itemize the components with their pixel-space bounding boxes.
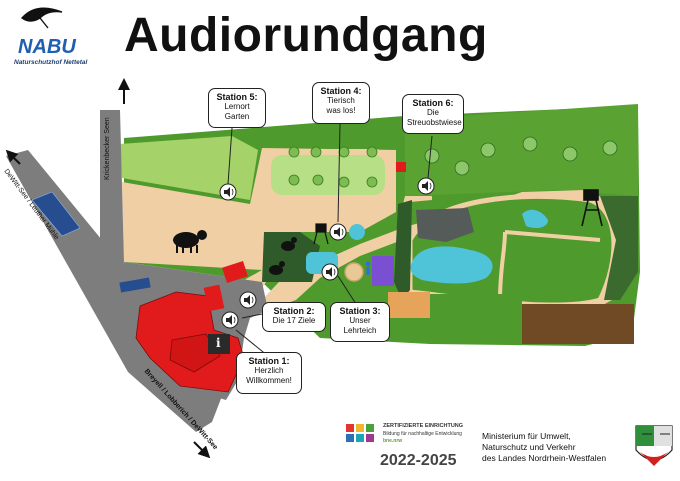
station-1-text-1: Herzlich	[254, 366, 284, 375]
station-1-label: Station 1:	[248, 356, 290, 366]
certificate-title: ZERTIFIZIERTE EINRICHTUNG	[383, 423, 464, 429]
forest-right	[600, 196, 638, 300]
speaker-icon-station-5[interactable]	[219, 183, 237, 201]
station-5-bubble[interactable]: Station 5: Lernort Garten	[208, 88, 266, 128]
light-field	[120, 136, 258, 200]
pond-cross-path	[498, 230, 601, 301]
station-6-label: Station 6:	[412, 98, 454, 108]
info-building	[208, 334, 230, 354]
station-3-bubble[interactable]: Station 3: Unser Lehrteich	[330, 302, 390, 342]
certificate-icon	[346, 424, 374, 442]
certificate-brand: bne.nrw	[383, 438, 403, 444]
nabu-logo: NABU	[18, 36, 76, 58]
orchard-trees	[424, 136, 618, 176]
certificate-subtitle: Bildung für nachhaltige Entwicklung	[383, 431, 462, 437]
speaker-icon-station-1[interactable]	[221, 311, 239, 329]
watch-tower-icon	[581, 189, 603, 227]
shed-2	[222, 260, 248, 284]
garden-trees	[288, 146, 378, 188]
nabu-stork-icon	[20, 7, 63, 29]
station-2-bubble[interactable]: Station 2: Die 17 Ziele	[262, 302, 326, 332]
speaker-icon-station-2[interactable]	[239, 291, 257, 309]
station-3-label: Station 3:	[339, 306, 381, 316]
person-icon	[365, 261, 371, 275]
garden-plot	[265, 149, 391, 201]
station-2-text-1: Die 17 Ziele	[272, 316, 316, 325]
sheep-icon	[173, 230, 207, 253]
certificate-years: 2022-2025	[380, 452, 457, 469]
building-dark-roof	[169, 333, 221, 373]
station-4-label: Station 4:	[320, 86, 362, 96]
solar-panels	[31, 191, 81, 237]
arrow-west	[5, 149, 21, 165]
arrow-south	[193, 441, 211, 459]
spiral-area	[344, 262, 364, 282]
bubble-pointers	[227, 123, 433, 357]
station-4-text-1: Tierisch	[327, 96, 355, 105]
station-6-bubble[interactable]: Station 6: Die Streuobstwiese	[402, 94, 464, 134]
solar-panels-small	[119, 277, 151, 293]
chicken-icon	[269, 237, 297, 275]
purple-plot	[372, 256, 394, 286]
station-1-text-2: Willkommen!	[246, 376, 292, 385]
station-6-text-1: Die	[426, 108, 439, 117]
page-title: Audiorundgang	[124, 9, 488, 62]
station-6-text-2: Streuobstwiese	[407, 118, 462, 127]
observation-hut-icon	[313, 223, 329, 245]
ministry-line-1: Ministerium für Umwelt,	[482, 431, 571, 441]
station-4-bubble[interactable]: Station 4: Tierisch was los!	[312, 82, 370, 124]
ministry-line-3: des Landes Nordrhein-Westfalen	[482, 453, 607, 463]
shed-1	[203, 284, 225, 312]
rock-area	[416, 208, 474, 242]
forest-strip	[394, 200, 412, 300]
speaker-icon-station-3[interactable]	[321, 263, 339, 281]
station-3-text-1: Unser	[349, 316, 371, 325]
soil-field	[522, 304, 634, 344]
small-pond	[522, 209, 548, 228]
station-2-label: Station 2:	[273, 306, 315, 316]
round-pool	[349, 224, 365, 240]
station-5-text-1: Lernort	[224, 102, 250, 111]
station-4-text-2: was los!	[326, 106, 356, 115]
speaker-icon-station-4[interactable]	[329, 223, 347, 241]
ministry-line-2: Naturschutz und Verkehr	[482, 442, 576, 452]
ministry-name: Ministerium für Umwelt, Naturschutz und …	[482, 431, 606, 464]
station-5-label: Station 5:	[216, 92, 258, 102]
nrw-coat-of-arms-icon	[635, 425, 673, 466]
info-marker[interactable]: i	[216, 336, 221, 350]
station-3-text-2: Lehrteich	[343, 326, 377, 335]
tan-plot	[430, 294, 522, 342]
road-label-krickenbecker: Krickenbecker Seen	[104, 117, 111, 180]
orange-plot	[388, 292, 430, 318]
main-pond	[410, 246, 493, 284]
station-1-bubble[interactable]: Station 1: Herzlich Willkommen!	[236, 352, 302, 394]
station-5-text-2: Garten	[224, 112, 250, 121]
nabu-logo-subtitle: Naturschutzhof Nettetal	[14, 59, 88, 66]
speaker-icon-station-6[interactable]	[417, 177, 435, 195]
shed-orchard	[396, 162, 406, 172]
